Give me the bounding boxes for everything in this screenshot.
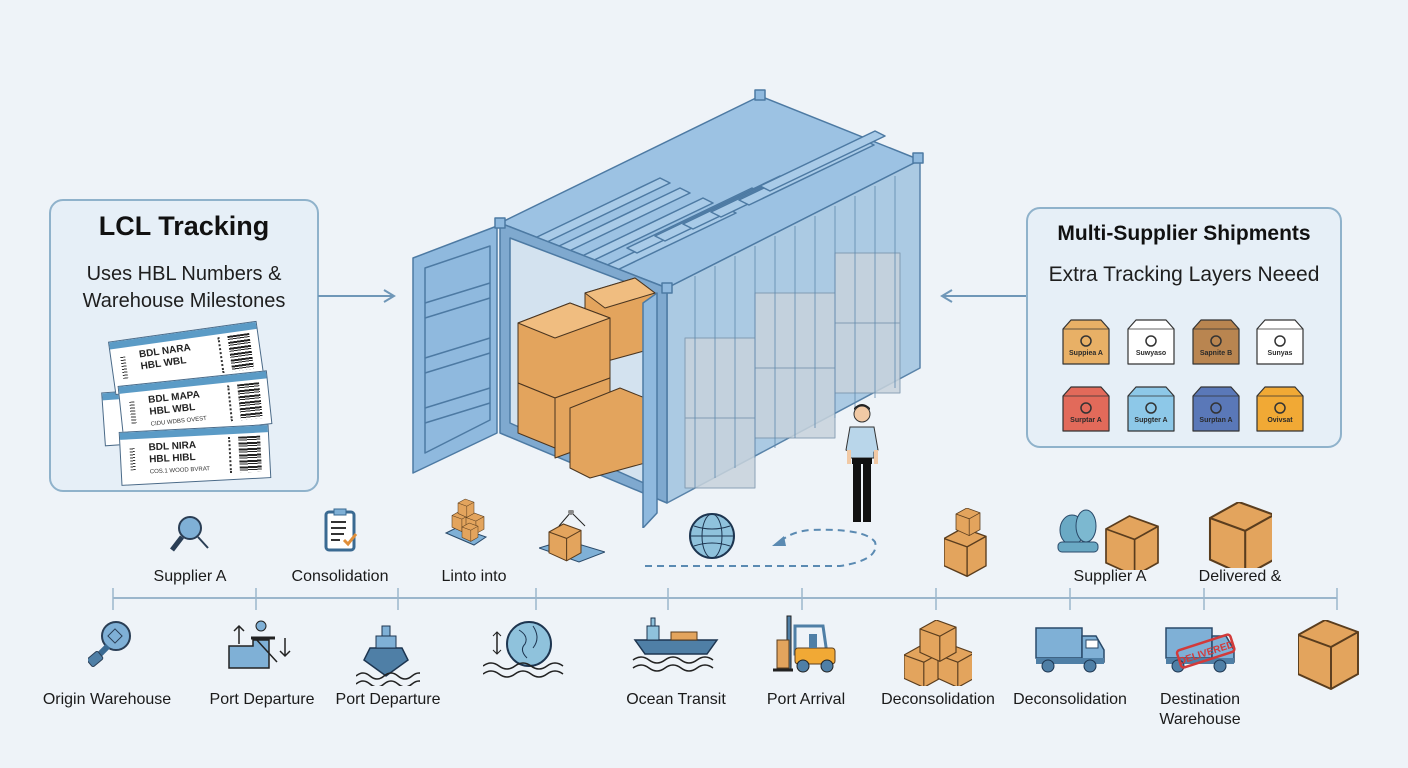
barcode-icon (237, 382, 263, 421)
container (412, 89, 924, 528)
top-milestone-label: Consolidation (291, 568, 389, 585)
tag-icon (88, 621, 131, 668)
cargo-ship-icon (632, 617, 719, 672)
arrow-right-icon (318, 289, 396, 303)
lcl-subtitle-line1: Uses HBL Numbers & (86, 263, 282, 285)
supplier-label: Sapnite B (1199, 350, 1233, 357)
moon-logo-icon (1080, 335, 1092, 347)
barcode-icon (238, 435, 262, 473)
pallet-boxes-icon (444, 498, 488, 546)
red-flag-logo-icon (1210, 402, 1222, 414)
bottom-milestone-label: Port Arrival (766, 691, 846, 708)
supplier-box: Surptan A (1192, 386, 1240, 432)
supplier-box: Supgter A (1127, 386, 1175, 432)
bottom-milestone-label: Deconsolidation (881, 691, 995, 708)
multi-supplier-title: Multi-Supplier Shipments (1057, 222, 1311, 245)
lcl-panel-subtitle: Uses HBL Numbers & Warehouse Milestones (51, 261, 317, 315)
lcl-tracking-panel: LCL Tracking Uses HBL Numbers & Warehous… (49, 199, 319, 492)
delivered-truck-icon: DELIVERED (1165, 627, 1236, 673)
multi-supplier-panel: Multi-Supplier Shipments Extra Tracking … (1026, 207, 1342, 448)
supplier-box: Ovivsat (1256, 386, 1304, 432)
supplier-label: Surptar A (1070, 417, 1102, 424)
supplier-label: Surptan A (1199, 417, 1233, 424)
shipping-container-illustration (412, 89, 924, 528)
ship-front-icon (356, 625, 420, 686)
person-figure (845, 404, 879, 522)
clipboard-check-icon (324, 508, 358, 552)
lcl-subtitle-line2: Warehouse Milestones (82, 290, 286, 312)
supplier-label: Sunyas (1267, 350, 1293, 357)
barcode-icon (227, 332, 255, 372)
globe-waves-icon (483, 621, 564, 678)
triangle-logo-icon (1080, 402, 1092, 414)
box-stack-icon (944, 508, 987, 578)
crane-pallet-icon (539, 510, 605, 563)
bottom-milestone-label: Port Departure (335, 691, 441, 708)
ticket-footer: COS.1 WOOD BVRAT (149, 466, 211, 476)
supplier-box: Surptar A (1062, 386, 1110, 432)
circle-bird-logo-icon (1210, 335, 1222, 347)
supplier-label: Suwyaso (1135, 350, 1167, 357)
supplier-boxes-icon (1057, 509, 1159, 570)
port-loading-icon (228, 620, 291, 669)
timeline-axis (112, 588, 1338, 610)
supplier-box: Sunyas (1256, 319, 1304, 365)
top-milestone-label: Linto into (441, 568, 507, 585)
supplier-label: Supgter A (1134, 417, 1168, 424)
supplier-box: Suppiea A (1062, 319, 1110, 365)
truck-icon (1035, 627, 1105, 673)
bottom-milestone-label: Ocean Transit (626, 691, 726, 708)
boxes-icon (904, 620, 972, 686)
top-milestone-label: Supplier A (153, 568, 227, 585)
package-icon (1298, 620, 1359, 690)
supplier-label: Suppiea A (1069, 350, 1103, 357)
dollar-circle-logo-icon (1274, 402, 1286, 414)
bottom-milestone-label: Port Departure (209, 691, 315, 708)
box-icon (1208, 502, 1272, 568)
globe-icon (689, 513, 735, 559)
yellow-circle-logo-icon (1274, 335, 1286, 347)
bottom-milestone-label: Deconsolidation (1013, 691, 1127, 708)
ticket-line2: HBL HIBL (148, 451, 196, 466)
top-milestone-label: Supplier A (1073, 568, 1147, 585)
bottom-milestone-label: Origin Warehouse (42, 691, 172, 708)
number-3-logo-icon (1145, 402, 1157, 414)
blue-square-logo-icon (1145, 335, 1157, 347)
supplier-box: Suwyaso (1127, 319, 1175, 365)
top-milestone-label: Delivered & (1198, 568, 1282, 585)
supplier-label: Ovivsat (1267, 417, 1293, 424)
magnifier-icon (170, 516, 209, 552)
arrow-left-icon (940, 289, 1028, 303)
lcl-panel-title: LCL Tracking (98, 211, 270, 241)
forklift-icon (773, 615, 836, 673)
dashed-route-arrow (645, 528, 877, 567)
container-right-door (642, 292, 658, 528)
supplier-box: Sapnite B (1192, 319, 1240, 365)
multi-supplier-subtitle: Extra Tracking Layers Neeed (1048, 263, 1320, 286)
